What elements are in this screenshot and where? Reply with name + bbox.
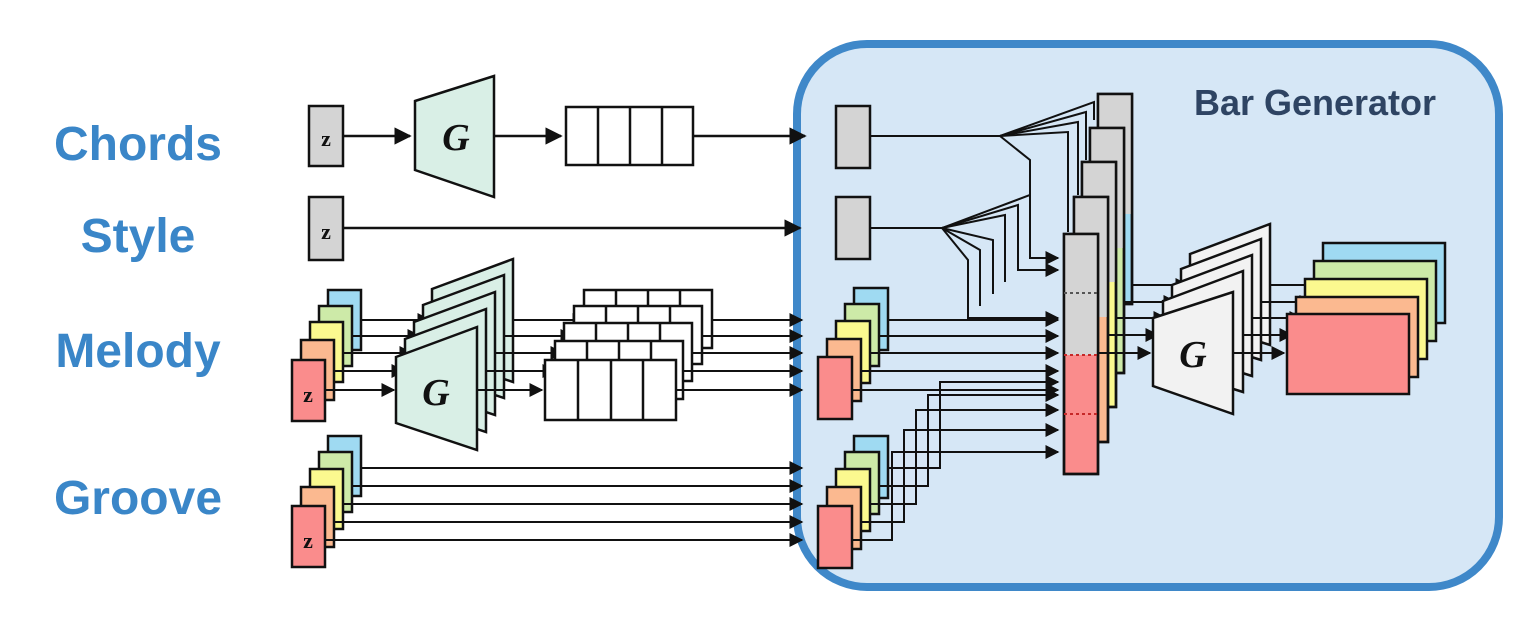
chords-latent-z: z xyxy=(321,126,331,151)
melody-sequence-stack xyxy=(543,288,714,422)
melody-generator-stack: G xyxy=(394,257,515,452)
final-generator-g: G xyxy=(1179,334,1207,376)
row-label-melody: Melody xyxy=(55,325,221,378)
groove-latent-z: z xyxy=(303,528,313,553)
melody-generator-g: G xyxy=(422,372,450,414)
row-label-groove: Groove xyxy=(54,472,222,525)
bar-generator-title: Bar Generator xyxy=(1194,82,1436,123)
bar-melody-stack xyxy=(816,286,890,421)
chords-generator-g: G xyxy=(442,117,470,159)
row-label-chords: Chords xyxy=(54,118,222,171)
bar-groove-stack xyxy=(816,434,890,570)
output-track-stack xyxy=(1285,241,1447,396)
bar-groove-lines xyxy=(852,375,1060,541)
melody-latent-stack: z xyxy=(290,288,363,423)
melody-latent-z: z xyxy=(303,382,313,407)
chords-latent: z xyxy=(307,104,345,168)
bar-style-latent xyxy=(834,195,872,261)
concat-stack xyxy=(1062,92,1134,476)
style-latent-z: z xyxy=(321,219,331,244)
row-label-style: Style xyxy=(81,210,196,263)
bar-melody-arrows xyxy=(852,313,1060,397)
bar-chord-latent xyxy=(834,104,872,170)
groove-to-bar-arrows xyxy=(325,461,804,547)
melody-to-bar-arrows xyxy=(676,313,804,397)
chords-sequence xyxy=(564,105,695,167)
groove-latent-stack: z xyxy=(290,434,363,569)
chord-fan-lines xyxy=(870,100,1095,265)
style-latent: z xyxy=(307,195,345,262)
chords-generator: G xyxy=(413,74,496,199)
style-fan-lines xyxy=(870,193,1060,325)
final-generator-stack: G xyxy=(1151,222,1272,416)
